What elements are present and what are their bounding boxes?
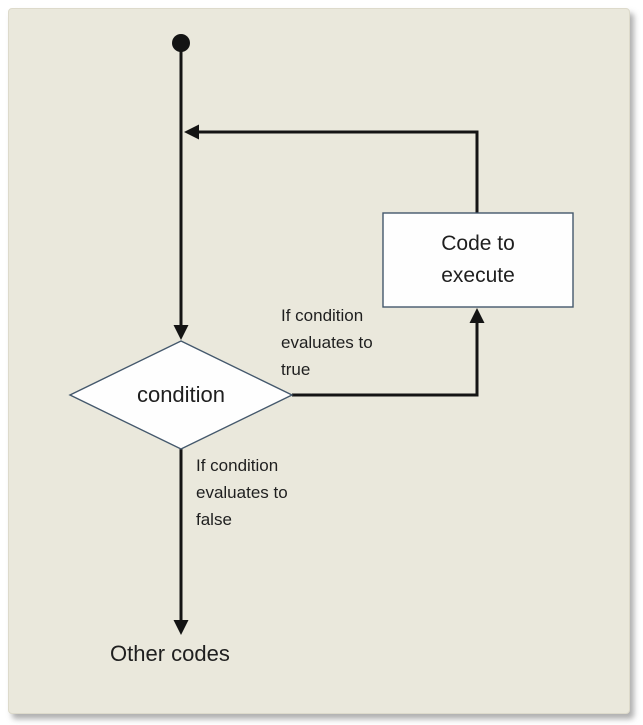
end-label: Other codes [110,641,230,666]
connector-start-to-condition [173,43,189,340]
arrow-left-icon [184,124,199,140]
true-annotation-line1: If condition [281,306,364,325]
true-annotation-line2: evaluates to [281,333,373,352]
condition-node-text: condition [136,382,226,407]
code-node-line1: Code to [441,232,515,255]
true-branch-annotation: If condition evaluates to true [281,302,421,383]
false-annotation-line3: false [196,510,232,529]
arrow-down-icon [173,325,189,340]
flowchart-canvas [8,8,630,714]
false-annotation-line1: If condition [196,456,279,475]
condition-node-shape [68,340,294,450]
code-node-label: Code to execute [383,213,573,307]
code-node-shape [382,212,574,308]
false-annotation-line2: evaluates to [196,483,288,502]
true-annotation-line3: true [281,360,311,379]
connector-true-branch [292,308,485,397]
connector-loopback [184,124,479,213]
condition-node-label: condition [70,341,292,449]
code-node-line2: execute [441,264,515,287]
false-branch-annotation: If condition evaluates to false [196,452,336,533]
arrow-down-icon [173,620,189,635]
arrow-up-icon [469,308,485,323]
connector-false-branch [173,449,189,635]
